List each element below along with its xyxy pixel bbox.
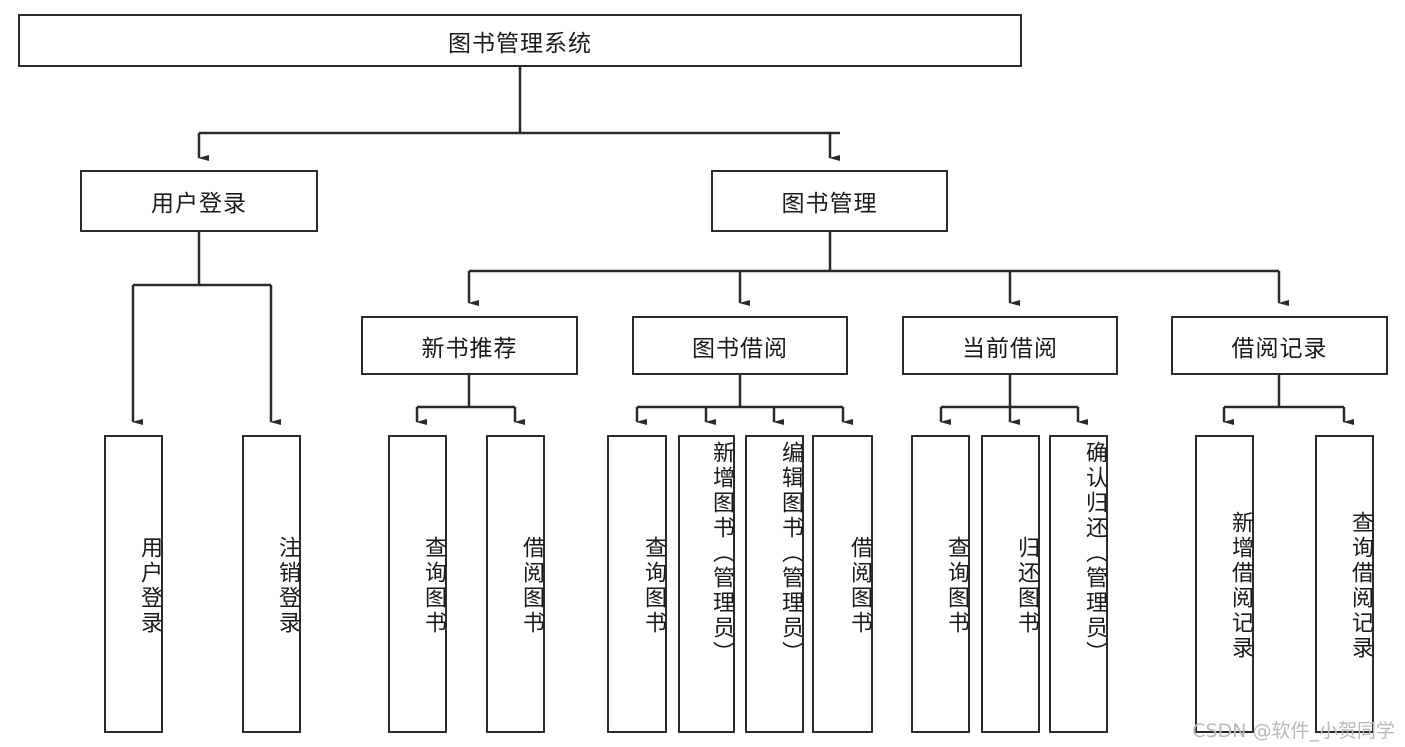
leaf-edit-book-admin[interactable]: 编辑图书（管理员） bbox=[745, 435, 804, 733]
leaf-label: 确认归还（管理员） bbox=[1082, 441, 1107, 666]
leaf-label: 新增借阅记录 bbox=[1228, 511, 1253, 661]
leaf-logout[interactable]: 注销登录 bbox=[242, 435, 301, 733]
leaf-user-login[interactable]: 用户登录 bbox=[104, 435, 163, 733]
leaf-query-book-borrow[interactable]: 查询图书 bbox=[607, 435, 667, 733]
leaf-query-book-current[interactable]: 查询图书 bbox=[911, 435, 970, 733]
leaf-label: 查询图书 bbox=[641, 536, 666, 636]
node-book-management[interactable]: 图书管理 bbox=[711, 170, 948, 232]
node-new-book-recommendation[interactable]: 新书推荐 bbox=[361, 316, 578, 375]
leaf-return-book[interactable]: 归还图书 bbox=[981, 435, 1040, 733]
node-root-book-management-system[interactable]: 图书管理系统 bbox=[18, 14, 1022, 67]
leaf-label: 查询图书 bbox=[421, 536, 446, 636]
leaf-add-borrow-record[interactable]: 新增借阅记录 bbox=[1195, 435, 1254, 733]
node-current-borrowing[interactable]: 当前借阅 bbox=[902, 316, 1118, 375]
leaf-label: 查询借阅记录 bbox=[1348, 511, 1373, 661]
leaf-add-book-admin[interactable]: 新增图书（管理员） bbox=[678, 435, 735, 733]
leaf-confirm-return-admin[interactable]: 确认归还（管理员） bbox=[1049, 435, 1108, 733]
leaf-label: 借阅图书 bbox=[847, 536, 872, 636]
leaf-label: 编辑图书（管理员） bbox=[778, 441, 803, 666]
leaf-label: 归还图书 bbox=[1014, 536, 1039, 636]
node-user-login[interactable]: 用户登录 bbox=[80, 170, 318, 232]
leaf-label: 新增图书（管理员） bbox=[709, 441, 734, 666]
leaf-label: 注销登录 bbox=[275, 536, 300, 636]
leaf-label: 借阅图书 bbox=[519, 536, 544, 636]
leaf-query-book-newbook[interactable]: 查询图书 bbox=[388, 435, 447, 733]
leaf-query-borrow-record[interactable]: 查询借阅记录 bbox=[1315, 435, 1374, 733]
node-book-borrowing[interactable]: 图书借阅 bbox=[632, 316, 848, 375]
leaf-borrow-book-newbook[interactable]: 借阅图书 bbox=[486, 435, 545, 733]
leaf-label: 用户登录 bbox=[137, 536, 162, 636]
leaf-borrow-book[interactable]: 借阅图书 bbox=[812, 435, 873, 733]
node-borrowing-record[interactable]: 借阅记录 bbox=[1171, 316, 1388, 375]
watermark-text: CSDN @软件_小贺同学 bbox=[1192, 720, 1395, 742]
leaf-label: 查询图书 bbox=[944, 536, 969, 636]
